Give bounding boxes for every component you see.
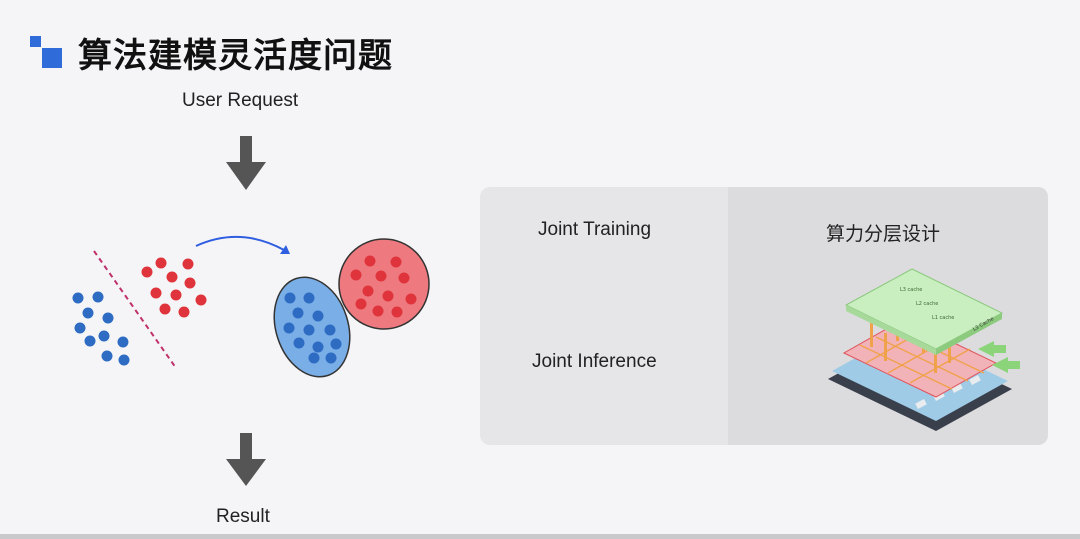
chip-label: L3 cache xyxy=(900,287,922,293)
logo-icon xyxy=(30,35,64,70)
red-points xyxy=(141,257,207,318)
compute-layer-title: 算力分层设计 xyxy=(826,223,941,245)
down-arrow-icon xyxy=(226,433,266,486)
bottom-bar xyxy=(0,534,1080,539)
page-title: 算法建模灵活度问题 xyxy=(78,36,393,76)
curve-arrow xyxy=(195,236,285,251)
header: 算法建模灵活度问题 xyxy=(30,28,393,77)
blue-points xyxy=(72,291,130,366)
user-request-label: User Request xyxy=(182,90,299,111)
chip-illustration: L3 cache L2 cache L1 cache L3 Cache xyxy=(828,268,1020,431)
info-panel: Joint Training Joint Inference 算力分层设计 xyxy=(480,187,1048,445)
joint-inference-label: Joint Inference xyxy=(532,351,657,372)
separator-line xyxy=(93,250,177,369)
chip-label: L1 cache xyxy=(932,315,954,321)
clustering-diagram xyxy=(72,136,430,486)
chip-label: L2 cache xyxy=(916,301,938,307)
result-label: Result xyxy=(216,506,270,527)
red-cluster xyxy=(338,238,430,330)
down-arrow-icon xyxy=(226,136,266,190)
joint-training-label: Joint Training xyxy=(538,219,652,240)
